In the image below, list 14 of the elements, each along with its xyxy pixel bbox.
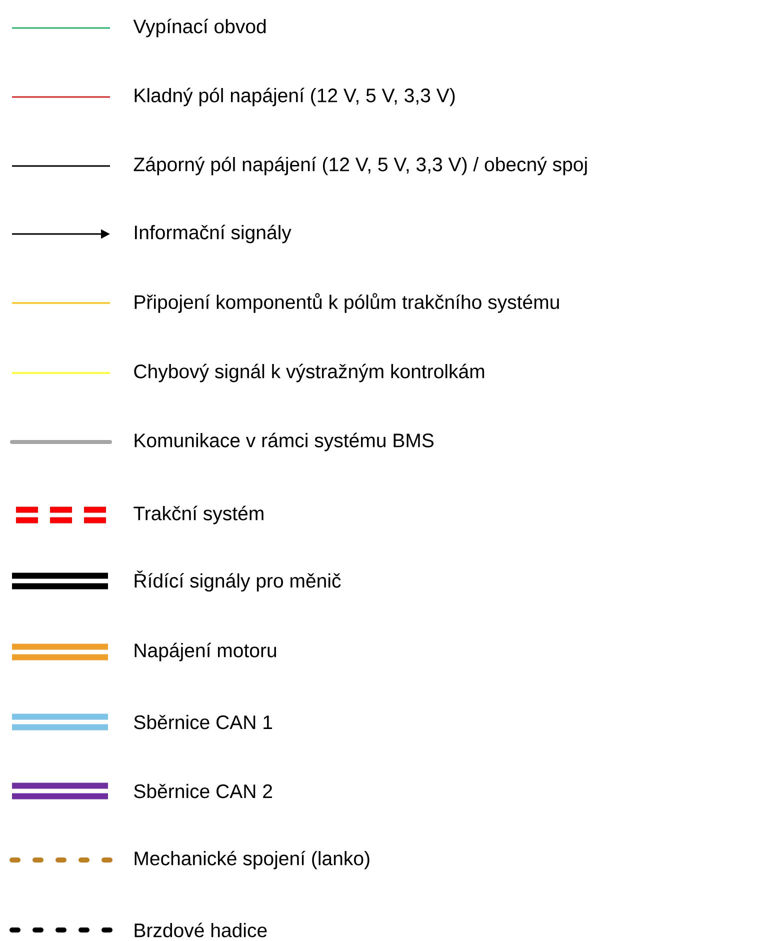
legend-text: Připojení komponentů k pólům trakčního systému <box>134 293 559 313</box>
legend-text: Sběrnice CAN 1 <box>134 714 272 730</box>
legend-text: Mechanické spojení (lanko) <box>134 850 370 870</box>
legend-text: Záporný pól napájení (12 V, 5 V, 3,3 V) / obecný spoj <box>134 156 587 176</box>
legend-text: Kladný pól napájení (12 V, 5 V, 3,3 V) <box>134 88 455 106</box>
legend-text: Řídící signály pro měnič <box>134 570 341 592</box>
legend-text: Chybový signál k výstražným kontrolkám <box>134 364 484 382</box>
legend-text: Sběrnice CAN 2 <box>134 784 272 798</box>
legend-text: Napájení motoru <box>134 642 276 662</box>
legend-text: Brzdové hadice <box>134 922 267 938</box>
legend-text: Trakční systém <box>134 506 264 524</box>
legend-text: Informační signály <box>135 224 292 244</box>
legend-text: Komunikace v rámci systému BMS <box>134 432 434 452</box>
legend-text: Vypínací obvod <box>133 18 266 38</box>
